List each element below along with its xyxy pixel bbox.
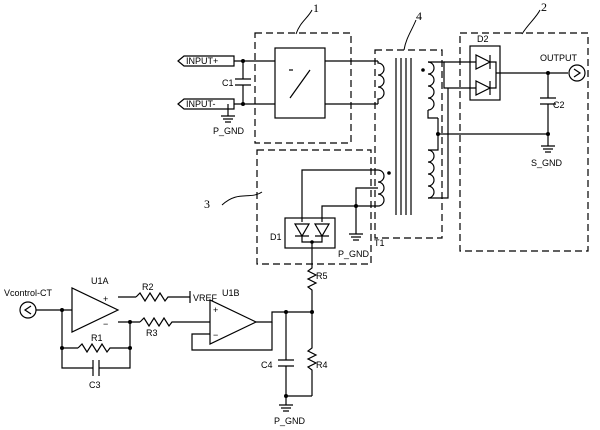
c2-label: C2 (553, 100, 565, 110)
p-gnd-bottom-label: P_GND (274, 416, 306, 426)
wire-fb-left (61, 310, 78, 349)
output-label: OUTPUT (540, 53, 578, 63)
p-gnd-input-label: P_GND (213, 126, 245, 136)
resistor-r1: R1 (77, 333, 130, 354)
wire-aux-top (301, 169, 378, 222)
t1-label: T1 (374, 238, 385, 248)
block-3-aux (256, 149, 372, 265)
ground-p-gnd-input: P_GND (213, 104, 245, 136)
wire-u1b-out (256, 311, 312, 323)
input-plus-label: INPUT+ (186, 56, 218, 66)
resistor-r2: R2 (135, 282, 190, 303)
wire-d2-lower-in (443, 80, 448, 89)
r3-label: R3 (146, 328, 158, 338)
ground-p-gnd-bottom: P_GND (274, 396, 306, 426)
leader-3 (221, 191, 263, 206)
aux-winding (377, 169, 385, 207)
input-minus-label: INPUT- (186, 99, 216, 109)
r4-label: R4 (316, 360, 328, 370)
block-number-3: 3 (204, 197, 210, 211)
capacitor-c4: C4 (261, 312, 294, 396)
primary-winding (377, 61, 385, 104)
wire-sec2-top (428, 134, 439, 151)
block-2-output (459, 32, 589, 252)
output-port: OUTPUT (540, 53, 586, 82)
transformer-core (395, 58, 412, 215)
vref-label: VREF (193, 293, 218, 303)
wire-center-tap (437, 118, 548, 135)
r1-label: R1 (91, 333, 103, 343)
opamp-u1a: + − U1A (71, 276, 120, 333)
capacitor-c3: C3 (61, 348, 131, 390)
wire-u1b-feedback (191, 322, 273, 351)
block-4-transformer (374, 49, 443, 239)
leader-1 (295, 9, 313, 35)
leader-4 (403, 19, 417, 51)
u1a-minus-sign: − (103, 319, 108, 329)
s-gnd-label: S_GND (531, 158, 563, 168)
block-number-1: 1 (313, 1, 319, 15)
r5-label: R5 (316, 271, 328, 281)
u1b-plus-sign: + (213, 305, 218, 315)
ground-p-gnd-aux: P_GND (338, 233, 370, 259)
diode-d2: D2 (444, 34, 501, 101)
secondary-winding-1 (427, 61, 435, 111)
resistor-r5: R5 (306, 264, 328, 312)
secondary-winding-2 (427, 149, 435, 199)
c4-label: C4 (261, 360, 273, 370)
u1a-label: U1A (91, 276, 109, 286)
u1b-label: U1B (222, 288, 240, 298)
resistor-r4: R4 (306, 312, 328, 396)
r2-label: R2 (142, 282, 154, 292)
input-plus-port: INPUT+ (177, 55, 235, 67)
ground-s-gnd: S_GND (531, 134, 563, 168)
input-minus-port: INPUT- (177, 98, 235, 110)
capacitor-c1: C1 (222, 61, 251, 104)
leader-2 (521, 9, 541, 35)
transformer-t1: T1 (374, 58, 435, 248)
c3-label: C3 (89, 380, 101, 390)
wire-sec1-bottom (427, 110, 438, 119)
vcontrol-port: Vcontrol-CT (4, 288, 53, 319)
block-number-4: 4 (416, 9, 422, 23)
wire-aux-mid (321, 187, 378, 222)
vcontrol-label: Vcontrol-CT (4, 288, 53, 298)
u1a-plus-sign: + (103, 294, 108, 304)
c1-label: C1 (222, 78, 234, 88)
p-gnd-aux-label: P_GND (338, 249, 370, 259)
diode-d1: D1 (270, 217, 336, 249)
wire-sec2-bottom (428, 88, 449, 199)
u1b-minus-sign: − (213, 330, 218, 340)
block-1-switch (254, 32, 352, 144)
block-number-2: 2 (541, 0, 547, 14)
capacitor-c2: C2 (540, 73, 565, 134)
d2-label: D2 (477, 34, 489, 44)
resistor-r3: R3 (139, 316, 210, 338)
d1-label: D1 (270, 232, 282, 242)
switch-module (274, 47, 326, 119)
